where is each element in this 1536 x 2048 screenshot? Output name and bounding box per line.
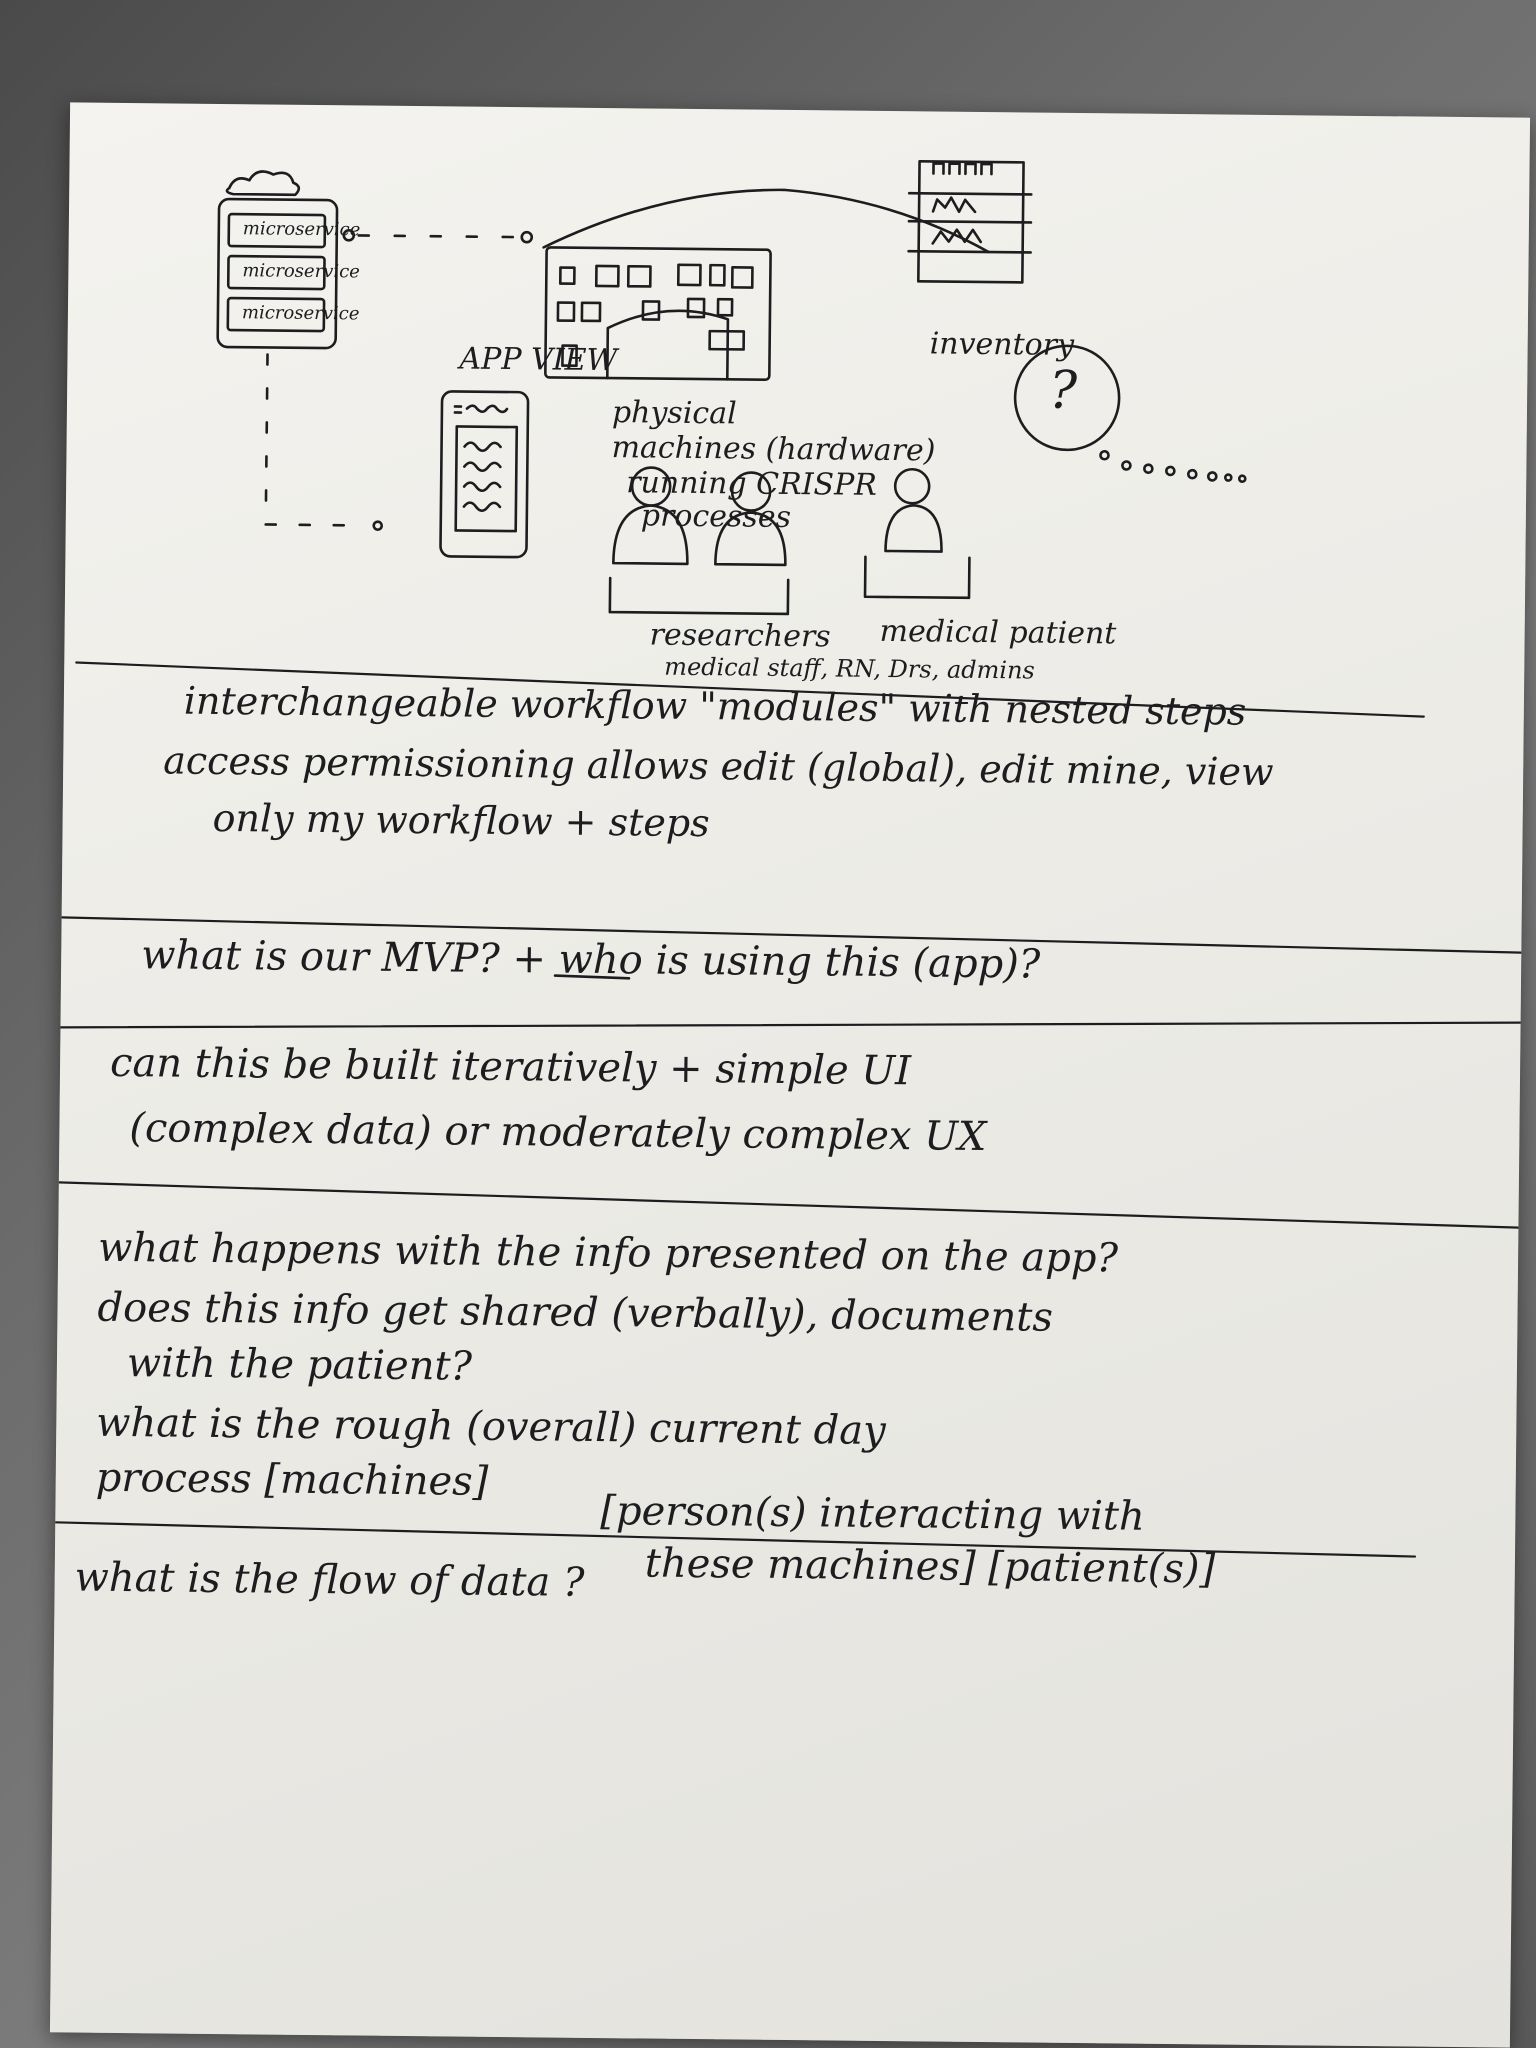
machines-label-line2: machines (hardware) <box>611 430 936 469</box>
note-info-line1: what happens with the info presented on … <box>97 1224 1119 1282</box>
connector-endpoint-icon <box>372 520 384 531</box>
note-process-line1: what is the rough (overall) current day <box>96 1399 886 1455</box>
connector-to-app <box>264 353 368 527</box>
patient-person-icon <box>863 467 971 600</box>
microservice-label: microservice <box>242 218 361 241</box>
note-build-line2: (complex data) or moderately complex UX <box>129 1105 987 1161</box>
staff-label: medical staff, RN, Drs, admins <box>664 652 1035 685</box>
connector-endpoint-icon <box>342 229 356 242</box>
note-workflow-line1: interchangeable workflow "modules" with … <box>183 678 1247 734</box>
note-info-line3: with the patient? <box>126 1340 473 1390</box>
note-workflow-line3: only my workflow + steps <box>212 795 710 846</box>
machines-label-line1: physical <box>611 395 737 432</box>
notebook-page: microservice microservice microservice p… <box>49 102 1531 2048</box>
inventory-label: inventory <box>929 326 1075 363</box>
note-data-flow: what is the flow of data ? <box>74 1554 585 1606</box>
microservice-stack-icon <box>216 197 339 350</box>
microservice-label: microservice <box>242 260 361 283</box>
machines-label-line4: processes <box>640 498 792 535</box>
note-mvp: what is our MVP? + who is using this (ap… <box>140 932 1041 988</box>
researcher-person-icon <box>612 466 689 566</box>
connector-to-machines <box>357 234 519 239</box>
thought-bubble-icon <box>1013 344 1247 484</box>
researchers-bracket <box>608 576 790 616</box>
app-view-label: APP VIEW <box>459 341 618 379</box>
microservice-label: microservice <box>241 302 360 325</box>
underline-who <box>553 974 631 980</box>
researchers-label: researchers <box>649 617 831 655</box>
app-view-phone-icon <box>439 390 530 559</box>
note-build-line1: can this be built iteratively + simple U… <box>109 1039 912 1095</box>
patient-label: medical patient <box>879 613 1117 652</box>
staff-person-icon <box>714 471 787 567</box>
note-process-line2: process [machines] <box>95 1454 489 1505</box>
note-process-line3: [person(s) interacting with <box>600 1488 1145 1540</box>
note-info-line2: does this info get shared (verbally), do… <box>97 1284 1054 1341</box>
note-workflow-line2: access permissioning allows edit (global… <box>163 738 1274 795</box>
note-process-line4: these machines] [patient(s)] <box>644 1540 1216 1593</box>
section-dividers <box>54 661 1523 1558</box>
machines-label-line3: running CRISPR <box>626 465 878 503</box>
inventory-shelf-icon <box>907 160 1033 284</box>
connector-endpoint-icon <box>520 230 534 244</box>
cloud-icon <box>225 170 301 197</box>
question-mark-symbol: ? <box>1048 360 1078 421</box>
sketch-diagram <box>54 160 1523 1558</box>
